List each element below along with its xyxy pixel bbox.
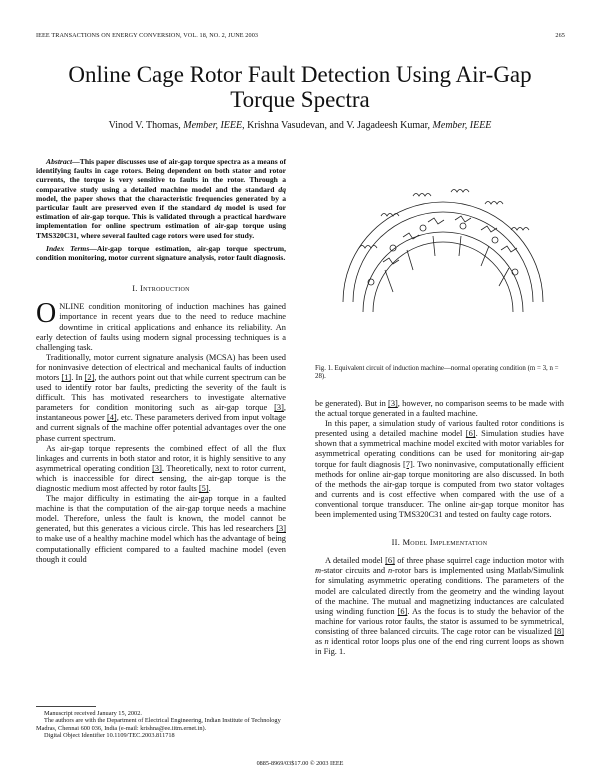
right-p3-text-f: as xyxy=(315,636,325,646)
footnote-rule xyxy=(36,706,96,707)
right-p2-text-c: . Two noninvasive, computationally effic… xyxy=(315,459,564,520)
right-p1-text-b: , however, no comparison seems to be mad… xyxy=(315,399,564,419)
citation-link[interactable]: [1] xyxy=(61,372,72,382)
right-p3-text-a: A detailed model xyxy=(325,556,386,566)
citation-link[interactable]: [6] xyxy=(465,429,476,439)
right-p2-text-a: In this paper, a simulation study of var… xyxy=(315,419,564,439)
intro-p3-text-b: . Theoretically, next to rotor current, … xyxy=(36,463,286,494)
intro-p2-text-d: , instantaneous power xyxy=(36,403,286,423)
citation-link[interactable]: [3] xyxy=(274,403,284,413)
right-p2-text-b: . Simulation studies have shown that a s… xyxy=(315,429,564,469)
citation-link[interactable]: [2] xyxy=(84,372,95,382)
index-terms-text: —Air-gap torque estimation, air-gap torq… xyxy=(36,243,286,263)
page-number: 265 xyxy=(555,32,565,39)
abstract-text-3: model is used for estimation of air-gap … xyxy=(36,203,287,240)
intro-p2-text-c: , the authors point out that while curre… xyxy=(36,372,287,413)
intro-paragraph-4: The major difficulty in estimating the a… xyxy=(36,494,286,565)
citation-link[interactable]: [6] xyxy=(397,606,408,616)
authors-middle: , Krishna Vasudevan, and V. Jagadeesh Ku… xyxy=(242,120,433,131)
section-1-title: Introduction xyxy=(140,284,190,294)
citation-link[interactable]: [8] xyxy=(554,626,564,636)
abstract: Abstract—This paper discusses use of air… xyxy=(36,157,286,240)
figure-1-equivalent-circuit xyxy=(323,152,563,362)
section-2-number: II. xyxy=(391,538,403,548)
footnote-doi: Digital Object Identifier 10.1109/TEC.20… xyxy=(44,731,175,739)
intro-p3-text-c: . xyxy=(208,484,211,494)
drop-cap: O xyxy=(36,298,57,330)
abstract-text-1: —This paper discusses use of air-gap tor… xyxy=(36,157,286,194)
title-line-2: Torque Spectra xyxy=(230,87,370,112)
section-heading-model-implementation: II. Model Implementation xyxy=(315,538,564,548)
intro-p2-text-e: , etc. These parameters derived from inp… xyxy=(36,413,286,443)
intro-p4-text-b: to make use of a healthy machine model w… xyxy=(36,534,286,564)
index-terms: Index Terms—Air-gap torque estimation, a… xyxy=(36,244,286,262)
intro-paragraph-2: Traditionally, motor current signature a… xyxy=(36,353,286,444)
stator-arc xyxy=(342,201,544,303)
abstract-text-2: model, the paper shows that the characte… xyxy=(36,193,286,213)
abstract-dq-2: dq xyxy=(214,203,222,213)
author-1-role: Member, IEEE xyxy=(183,120,243,131)
copyright-line: 0885-8969/03$17.00 © 2003 IEEE xyxy=(256,760,344,767)
right-p3-text-c: -stator circuits and xyxy=(321,566,388,576)
right-paragraph-1: be generated). But in [3], however, no c… xyxy=(315,399,564,419)
right-p3-text-b: of three phase squirrel cage induction m… xyxy=(394,556,564,566)
section-1-number: I. xyxy=(132,284,141,294)
citation-link[interactable]: [3] xyxy=(388,399,398,408)
running-header: IEEE TRANSACTIONS ON ENERGY CONVERSION, … xyxy=(36,32,259,39)
rotor-arc xyxy=(362,231,524,313)
citation-link[interactable]: [3] xyxy=(276,524,286,534)
author-1: Vinod V. Thomas, xyxy=(108,120,184,131)
footnote-received: Manuscript received January 15, 2002. xyxy=(44,710,142,717)
left-column: Abstract—This paper discusses use of air… xyxy=(36,150,286,565)
right-paragraph-2: In this paper, a simulation study of var… xyxy=(315,419,564,520)
intro-p3-text-a: As air-gap torque represents the combine… xyxy=(36,443,286,473)
variable-m: m xyxy=(315,566,322,576)
variable-n-2: n xyxy=(324,636,329,646)
right-paragraph-3: A detailed model [6] of three phase squi… xyxy=(315,556,564,657)
right-p1-text-a: be generated). But in xyxy=(315,399,389,408)
coil-symbols xyxy=(367,222,519,286)
circuit-diagram xyxy=(342,189,544,313)
section-heading-introduction: I. Introduction xyxy=(36,284,286,294)
variable-n: n xyxy=(387,566,393,576)
index-terms-lead: Index Terms xyxy=(46,243,90,253)
right-p3-text-e: . As the focus is to study the behavior … xyxy=(315,606,564,636)
intro-p2-text-a: Traditionally, motor current signature a… xyxy=(36,352,286,382)
right-column: be generated). But in [3], however, no c… xyxy=(315,399,564,657)
footnote: Manuscript received January 15, 2002. Th… xyxy=(36,706,286,739)
abstract-lead: Abstract xyxy=(46,157,73,166)
rotor-bars xyxy=(384,235,510,293)
title-line-1: Online Cage Rotor Fault Detection Using … xyxy=(68,62,532,87)
citation-link[interactable]: [5] xyxy=(198,484,209,494)
citation-link[interactable]: [4] xyxy=(106,413,117,423)
citation-link[interactable]: [3] xyxy=(152,463,162,473)
paper-title: Online Cage Rotor Fault Detection Using … xyxy=(0,62,600,112)
right-p3-text-g: identical rotor loops plus one of the en… xyxy=(315,636,564,657)
figure-1-caption: Fig. 1. Equivalent circuit of induction … xyxy=(315,365,559,381)
rotor-loops xyxy=(382,215,518,265)
intro-paragraph-3: As air-gap torque represents the combine… xyxy=(36,444,286,494)
abstract-dq-1: dq xyxy=(278,184,286,194)
intro-p1-text: NLINE condition monitoring of induction … xyxy=(36,302,286,352)
citation-link[interactable]: [7] xyxy=(402,459,413,469)
intro-p2-text-b: . In xyxy=(71,372,85,382)
author-3-role: Member, IEEE xyxy=(432,120,492,131)
footnote-affiliation: The authors are with the Department of E… xyxy=(36,717,281,732)
author-list: Vinod V. Thomas, Member, IEEE, Krishna V… xyxy=(0,120,600,131)
stator-coils xyxy=(358,189,530,249)
citation-link[interactable]: [6] xyxy=(385,556,395,566)
intro-p4-text-a: The major difficulty in estimating the a… xyxy=(36,494,286,534)
section-2-title: Model Implementation xyxy=(402,538,488,548)
right-p3-text-d: -rotor bars is implemented using Matlab/… xyxy=(315,566,564,616)
